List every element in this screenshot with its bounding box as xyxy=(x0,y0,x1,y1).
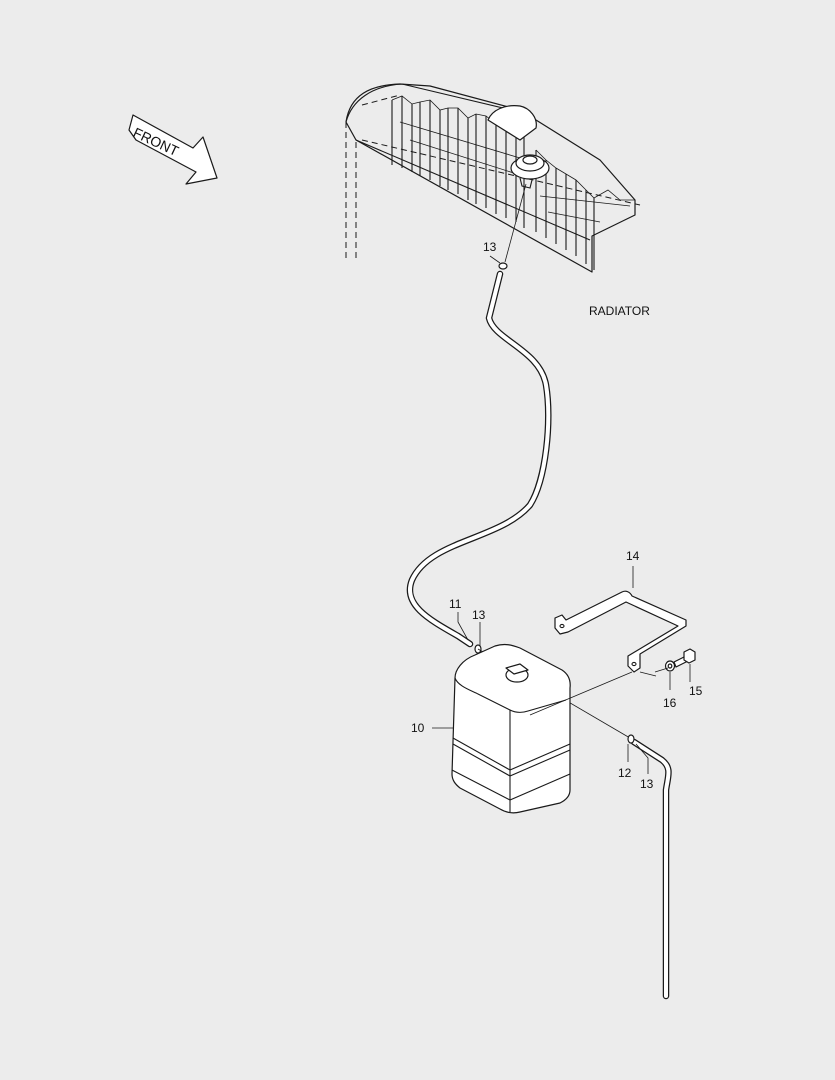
overflow-hose-upper xyxy=(406,270,552,648)
callout-13-mid: 13 xyxy=(472,608,486,622)
radiator: RADIATOR xyxy=(345,83,650,318)
callout-12: 12 xyxy=(618,766,632,780)
cap-hose-leader xyxy=(504,183,527,263)
callout-13-bottom: 13 xyxy=(640,777,654,791)
callout-15: 15 xyxy=(689,684,703,698)
callout-10: 10 xyxy=(411,721,425,735)
drain-hose-lower xyxy=(630,738,672,1000)
callout-13-top: 13 xyxy=(483,240,497,254)
radiator-label: RADIATOR xyxy=(589,304,650,318)
callout-labels: 13 11 13 14 10 16 15 12 13 xyxy=(411,240,703,791)
callout-14: 14 xyxy=(626,549,640,563)
hose-clamp-bottom xyxy=(627,734,635,744)
reserve-tank xyxy=(451,643,571,814)
bracket-leader xyxy=(529,671,633,716)
bolt-leader xyxy=(639,667,669,677)
callout-11: 11 xyxy=(449,597,462,611)
callout-16: 16 xyxy=(663,696,677,710)
callout-leaders xyxy=(432,255,691,774)
washer xyxy=(664,660,676,672)
radiator-cap xyxy=(510,154,550,189)
front-arrow: FRONT xyxy=(128,114,218,185)
hose-clamp-top xyxy=(498,262,508,270)
bolt xyxy=(673,648,696,668)
bracket xyxy=(554,590,687,673)
